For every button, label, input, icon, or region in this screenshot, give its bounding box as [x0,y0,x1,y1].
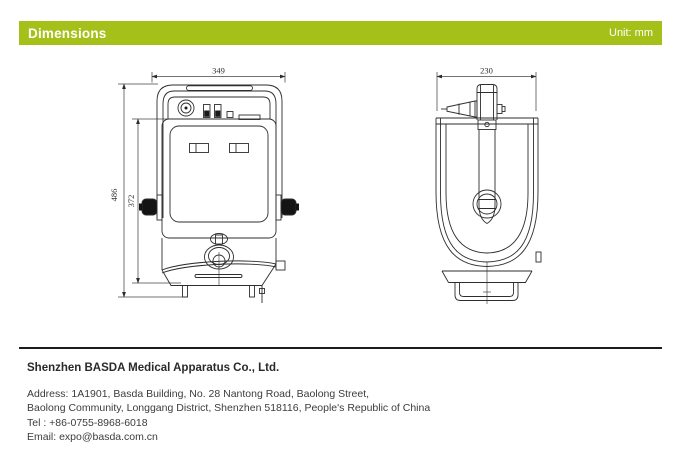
address-line-1: Address: 1A1901, Basda Building, No. 28 … [27,388,370,400]
screw-icon [484,121,490,128]
rear-nub [496,104,503,114]
small-port [226,111,234,118]
front-handle [156,84,283,218]
pointer-cone-icon [441,100,478,118]
front-top-panel [167,96,271,120]
side-base [441,262,533,304]
side-view-drawing: 230 [435,66,542,304]
front-body [161,118,277,239]
side-handle-post [441,84,506,130]
company-name: Shenzhen BASDA Medical Apparatus Co., Lt… [27,362,280,374]
front-height-dimension-outer: 486 [109,83,188,298]
side-body [435,117,542,267]
front-height-inner-dim-label: 372 [126,195,136,208]
front-side-knobs [139,194,299,221]
side-width-dim-label: 230 [480,66,493,76]
rocker-switch-icon [203,104,222,118]
section-header-bar: Dimensions Unit: mm [19,21,662,45]
rotary-knob-icon [177,99,195,117]
latch-icon [210,233,228,245]
base-slot [194,274,243,278]
contact-block: Address: 1A1901, Basda Building, No. 28 … [27,387,430,445]
panel-slots [189,143,249,153]
unit-label: Unit: mm [609,27,653,39]
front-width-dimension: 349 [151,66,286,83]
side-knob-icon [472,189,502,219]
front-lower-section [161,233,286,303]
vent-slot [238,114,261,120]
front-feet [182,285,265,303]
side-latch-port [535,251,542,263]
front-width-dim-label: 349 [212,66,225,76]
front-height-outer-dim-label: 486 [109,189,119,202]
address-line-2: Baolong Community, Longgang District, Sh… [27,402,431,415]
email-line: Email: expo@basda.com.cn [27,431,158,444]
front-view-drawing: 349 486 372 [109,66,299,303]
side-port [275,260,286,271]
side-width-dimension: 230 [436,66,537,111]
post-bracket [477,119,497,130]
footer-divider [19,347,662,349]
page-title: Dimensions [28,25,107,41]
side-center-strip [472,129,502,225]
tel-line: Tel : +86-0755-8968-6018 [27,416,148,429]
